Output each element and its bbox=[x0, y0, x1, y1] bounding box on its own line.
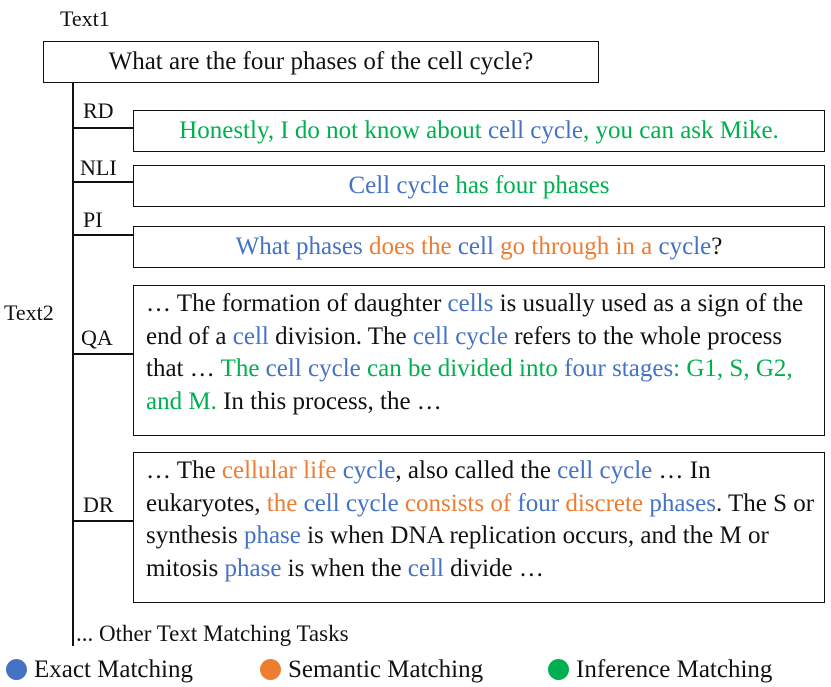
dr-segment-plain: is when DNA replication occurs, and the … bbox=[146, 522, 769, 582]
dr-box: … The cellular life cycle, also called t… bbox=[133, 452, 825, 603]
dr-segment-plain: divide … bbox=[443, 554, 544, 582]
dr-segment-semantic: the bbox=[266, 489, 304, 517]
nli-box: Cell cycle has four phases bbox=[133, 165, 825, 207]
dr-segment-plain: is when the bbox=[281, 554, 408, 582]
qa-label: QA bbox=[81, 325, 113, 350]
question-box: What are the four phases of the cell cyc… bbox=[43, 41, 599, 83]
dr-segment-semantic: consists of bbox=[398, 489, 518, 517]
rd-segment-inference: , you can ask Mike. bbox=[583, 117, 779, 144]
text2-label: Text2 bbox=[4, 300, 54, 325]
qa-segment-inference: : G1, S, G2, and M. bbox=[146, 355, 793, 415]
text1-label: Text1 bbox=[60, 6, 110, 31]
dr-segment-exact: cell cycle bbox=[557, 457, 653, 484]
legend-inference-label: Inference Matching bbox=[576, 656, 773, 683]
question-text: What are the four phases of the cell cyc… bbox=[108, 48, 534, 75]
nli-segment-inference: has four phases bbox=[449, 172, 610, 199]
dr-segment-plain: … The bbox=[146, 457, 222, 484]
dr-segment-exact: phase bbox=[224, 554, 282, 582]
rd-connector bbox=[72, 127, 133, 129]
dr-segment-semantic: cellular life bbox=[221, 457, 337, 484]
rd-segment-inference: Honestly, I do not know about bbox=[179, 117, 488, 144]
nli-segment-exact: Cell cycle bbox=[348, 172, 450, 199]
tree-trunk bbox=[72, 83, 74, 646]
qa-box: … The formation of daughter cells is usu… bbox=[133, 285, 825, 436]
legend-inference-dot bbox=[548, 659, 569, 680]
pi-segment-exact: cycle bbox=[658, 233, 712, 260]
legend-exact-dot bbox=[6, 659, 27, 680]
pi-box: What phases does the cell go through in … bbox=[133, 226, 825, 268]
dr-segment-plain: . The S or synthesis bbox=[146, 489, 815, 550]
dr-segment-plain: , also called the bbox=[395, 457, 558, 484]
qa-segment-plain: division. The bbox=[268, 322, 413, 350]
legend-semantic-label: Semantic Matching bbox=[288, 656, 484, 683]
legend-exact-label: Exact Matching bbox=[34, 656, 193, 683]
dr-segment-exact: phase bbox=[243, 522, 301, 549]
pi-segment-semantic: go through in a bbox=[500, 233, 659, 260]
other-tasks-label: ... Other Text Matching Tasks bbox=[76, 621, 349, 646]
dr-connector bbox=[72, 520, 133, 522]
qa-segment-inference: can be divided into bbox=[360, 355, 565, 382]
qa-segment-plain: … The formation of daughter bbox=[146, 290, 448, 317]
pi-label: PI bbox=[83, 207, 103, 232]
dr-label: DR bbox=[83, 492, 114, 517]
dr-segment-plain: … In eukaryotes, bbox=[146, 457, 711, 517]
pi-segment-semantic: does the bbox=[368, 233, 458, 260]
pi-segment-plain: ? bbox=[711, 233, 723, 260]
pi-text: What phases does the cell go through in … bbox=[236, 233, 723, 261]
dr-segment-exact: cell bbox=[407, 554, 444, 582]
qa-text: … The formation of daughter cells is usu… bbox=[146, 290, 803, 415]
rd-segment-exact: cell cycle bbox=[487, 117, 584, 144]
qa-segment-plain: In this process, the … bbox=[216, 387, 442, 415]
rd-box: Honestly, I do not know about cell cycle… bbox=[133, 110, 825, 152]
qa-segment-exact: cell bbox=[232, 322, 269, 350]
dr-segment-exact: phases bbox=[643, 489, 716, 517]
dr-text: … The cellular life cycle, also called t… bbox=[146, 457, 814, 582]
dr-segment-exact: four bbox=[517, 489, 560, 517]
nli-label: NLI bbox=[80, 155, 117, 180]
qa-segment-plain: refers to the whole process that … bbox=[146, 322, 783, 383]
pi-segment-exact: What phases bbox=[235, 233, 369, 260]
nli-text: Cell cycle has four phases bbox=[348, 172, 609, 200]
dr-segment-exact: cell cycle bbox=[303, 489, 399, 517]
qa-segment-inference: The bbox=[220, 355, 266, 382]
nli-connector bbox=[72, 181, 133, 183]
qa-segment-exact: four stages bbox=[564, 355, 674, 382]
qa-connector bbox=[72, 353, 133, 355]
pi-connector bbox=[72, 234, 133, 236]
rd-label: RD bbox=[83, 98, 114, 123]
qa-segment-exact: cell cycle bbox=[265, 355, 361, 382]
qa-segment-exact: cell cycle bbox=[412, 322, 508, 350]
legend-semantic-dot bbox=[260, 659, 281, 680]
dr-segment-semantic: discrete bbox=[559, 489, 644, 517]
pi-segment-exact: cell bbox=[457, 233, 501, 260]
qa-segment-exact: cells bbox=[447, 290, 494, 317]
dr-segment-exact: cycle bbox=[336, 457, 396, 484]
qa-segment-plain: is usually used as a sign of the end of … bbox=[146, 290, 804, 350]
rd-text: Honestly, I do not know about cell cycle… bbox=[179, 117, 779, 145]
